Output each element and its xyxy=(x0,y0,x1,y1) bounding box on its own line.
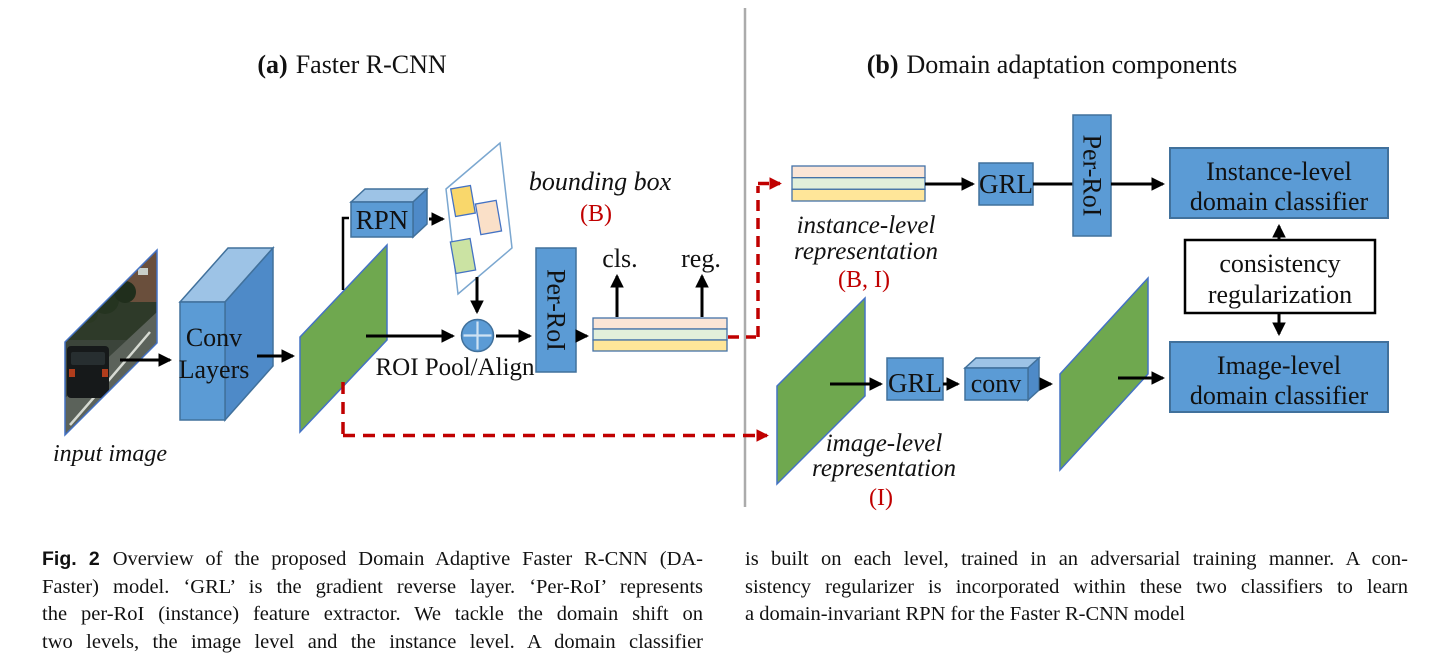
bounding-box-label: bounding box xyxy=(529,167,672,196)
feature-stripes-b xyxy=(791,165,926,202)
instance-classifier-box xyxy=(1169,147,1389,219)
dashed-connector-instance xyxy=(728,177,782,339)
panel-b-label: (b) xyxy=(867,50,899,79)
grl-box-bottom xyxy=(886,357,944,401)
image-repr-tag: (I) xyxy=(869,485,893,511)
grl-box-top xyxy=(978,162,1034,206)
panel-a-label: (a) xyxy=(257,50,287,79)
instance-repr-tag: (B, I) xyxy=(838,267,890,293)
panel-b-title: (b) Domain adaptation components xyxy=(867,50,1237,79)
cls-label: cls. xyxy=(602,244,637,273)
caption-left-column: Fig. 2 Overview of the proposed Domain Ad… xyxy=(42,546,703,656)
figure-number-label: Fig. 2 xyxy=(42,548,100,570)
instance-classifier-line2: domain classifier xyxy=(1190,187,1369,216)
caption-text: Overview of the proposed Domain Adaptive… xyxy=(112,548,704,570)
caption-line: is built on each level, trained in an ad… xyxy=(745,548,1408,570)
image-repr-label-line1: image-level xyxy=(826,430,943,457)
grl-bottom-label: GRL xyxy=(888,368,942,398)
conv-layers-label-line1: Conv xyxy=(186,323,242,352)
caption-line: a domain-invariant RPN for the Faster R-… xyxy=(745,603,1186,625)
rpn-label: RPN xyxy=(356,205,409,235)
caption-line: Fig. 2 Overview of the proposed Domain Ad… xyxy=(42,546,703,574)
per-roi-box-b xyxy=(1072,114,1112,237)
caption-line: the per-RoI (instance) feature extractor… xyxy=(42,603,703,625)
reg-label: reg. xyxy=(681,244,721,273)
proposal-box-yellow xyxy=(449,184,477,218)
line-featmap-to-rpn xyxy=(341,216,349,290)
consistency-line2: regularization xyxy=(1208,280,1352,309)
proposal-box-peach xyxy=(474,199,503,236)
caption-right-column: is built on each level, trained in an ad… xyxy=(745,546,1408,629)
panel-a-title-text: Faster R-CNN xyxy=(296,50,447,79)
rpn-box xyxy=(349,187,429,239)
instance-repr-label-line2: representation xyxy=(794,238,938,265)
instance-repr-label-line1: instance-level xyxy=(797,212,936,239)
dashed-connector-image xyxy=(341,382,769,442)
image-repr-label-line2: representation xyxy=(812,455,956,482)
input-image-photo xyxy=(65,250,157,435)
feature-stripes-a xyxy=(592,317,728,352)
roi-pool-label: ROI Pool/Align xyxy=(375,354,535,381)
per-roi-box-a xyxy=(535,247,577,373)
image-classifier-line2: domain classifier xyxy=(1190,381,1369,410)
architecture-diagram: (a) Faster R-CNN (b) Domain adaptation com… xyxy=(53,8,1389,511)
caption-line: two levels, the image level and the inst… xyxy=(42,630,703,653)
conv-label: conv xyxy=(971,369,1022,398)
consistency-line1: consistency xyxy=(1219,249,1340,278)
roi-pool-circle xyxy=(460,318,495,353)
feature-map-a xyxy=(299,243,388,434)
image-feature-map-b2 xyxy=(1059,276,1149,472)
caption-line: Faster) model. ‘GRL’ is the gradient rev… xyxy=(42,575,703,598)
panel-a-title: (a) Faster R-CNN xyxy=(257,50,446,79)
bounding-box-tag: (B) xyxy=(580,201,612,227)
per-roi-label-a: Per-RoI xyxy=(542,269,571,351)
input-image-border xyxy=(64,248,158,437)
image-classifier-line1: Image-level xyxy=(1217,351,1341,380)
conv-layers-label-line2: Layers xyxy=(179,355,250,384)
image-feature-map-b1 xyxy=(776,296,866,486)
per-roi-label-b: Per-RoI xyxy=(1078,135,1107,217)
conv-layers-box xyxy=(178,246,275,422)
grl-top-label: GRL xyxy=(979,169,1033,199)
conv-box xyxy=(963,356,1041,402)
panel-b-title-text: Domain adaptation components xyxy=(907,50,1238,79)
instance-classifier-line1: Instance-level xyxy=(1206,157,1352,186)
input-image-label: input image xyxy=(53,441,167,467)
proposal-box-green xyxy=(449,237,477,275)
caption-line: sistency regularizer is incorporated wit… xyxy=(745,575,1408,598)
image-classifier-box xyxy=(1169,341,1389,413)
